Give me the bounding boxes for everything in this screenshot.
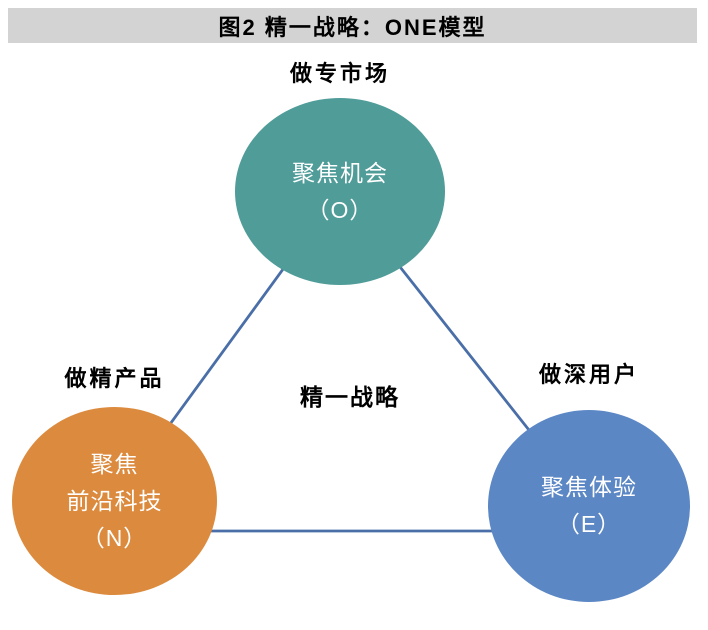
center-strategy-label: 精一战略 <box>300 384 400 410</box>
node-focus-frontier-tech-circle: 聚焦 前沿科技 （N） <box>12 407 217 595</box>
node-text-line: （N） <box>81 524 148 551</box>
figure-title-bar: 图2 精一战略：ONE模型 <box>8 8 697 43</box>
label-make-specialized-market: 做专市场 <box>289 61 390 86</box>
node-text-line: （E） <box>556 511 622 537</box>
node-focus-experience-circle: 聚焦体验 （E） <box>488 410 690 602</box>
label-deepen-users: 做深用户 <box>538 362 639 387</box>
node-text-line: 前沿科技 <box>66 487 163 514</box>
label-make-refined-product: 做精产品 <box>64 366 165 391</box>
figure-title: 图2 精一战略：ONE模型 <box>218 14 487 40</box>
node-focus-opportunity-circle: 聚焦机会 （O） <box>235 98 445 285</box>
node-text-line: 聚焦机会 <box>292 159 388 186</box>
node-text-line: 聚焦 <box>90 450 139 477</box>
node-text-line: 聚焦体验 <box>541 474 637 500</box>
node-text-line: （O） <box>306 196 374 223</box>
